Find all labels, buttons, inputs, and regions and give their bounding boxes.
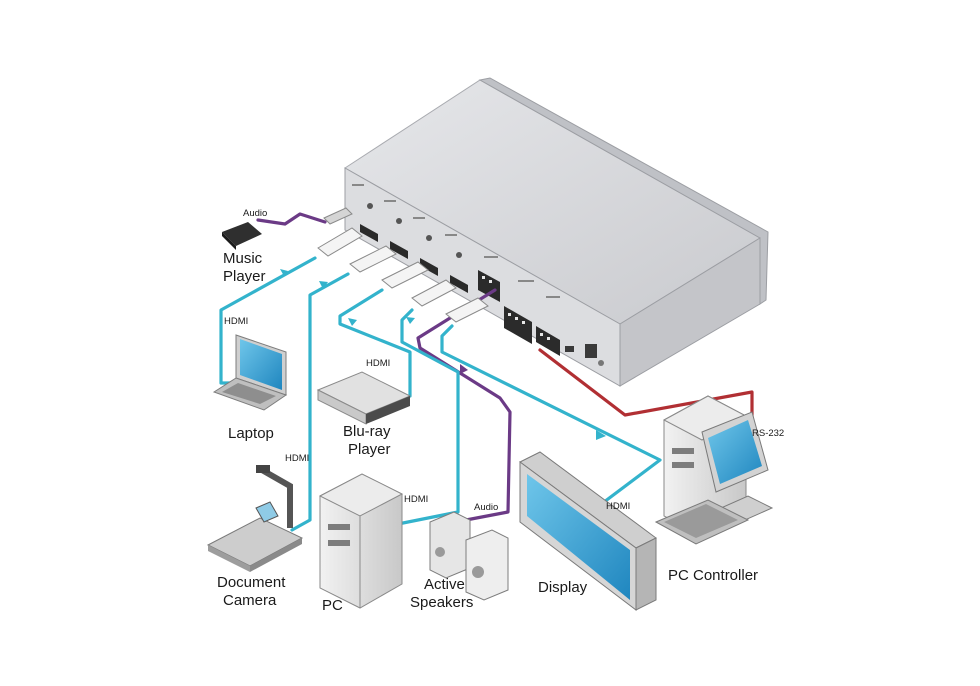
panel-markings	[352, 184, 560, 298]
label-audio-in: Audio	[243, 208, 267, 219]
device-labels: Music Player Laptop Blu-ray Player Docum…	[217, 250, 758, 614]
label-audio-out: Audio	[474, 502, 498, 513]
label-rs232: RS-232	[752, 428, 784, 439]
power-connector	[585, 344, 597, 358]
label-hdmi-laptop: HDMI	[224, 316, 248, 327]
label-speakers-1: Active	[424, 576, 465, 593]
hdmi-doccam-cable	[290, 272, 350, 532]
label-pc: PC	[322, 597, 343, 614]
laptop-screen	[240, 339, 282, 390]
hdmi-bluray-cable	[338, 288, 412, 398]
terminal-blocks	[478, 270, 560, 356]
label-bluray-2: Player	[348, 441, 391, 458]
label-pc-controller: PC Controller	[668, 567, 758, 584]
arrowheads	[280, 269, 606, 440]
label-speakers-2: Speakers	[410, 594, 473, 611]
document-camera	[206, 465, 304, 572]
label-hdmi-display: HDMI	[606, 501, 630, 512]
usb-port	[565, 346, 574, 352]
audio-arrowhead	[460, 364, 468, 374]
label-hdmi-pc: HDMI	[404, 494, 428, 505]
audio-output-cable	[416, 288, 512, 522]
label-music-player-2: Player	[223, 268, 266, 285]
pc-tower	[318, 473, 404, 609]
pc-controller	[654, 395, 774, 545]
display-screen	[527, 474, 630, 600]
hdmi-port-2	[390, 241, 408, 259]
label-hdmi-bluray: HDMI	[366, 358, 390, 369]
ground-screw	[598, 360, 604, 366]
hdmi-display-cable	[440, 324, 662, 510]
label-music-player-1: Music	[223, 250, 263, 267]
display-monitor	[519, 451, 657, 612]
hdmi-port-4	[450, 275, 468, 293]
label-display: Display	[538, 579, 588, 596]
rs232-cable	[538, 348, 754, 422]
label-doccam-1: Document	[217, 574, 286, 591]
laptop	[212, 334, 288, 411]
hdmi-pc-cable	[396, 308, 460, 526]
hdmi-port-3	[420, 258, 438, 276]
audio-jacks	[367, 203, 462, 258]
hdmi-port-1	[360, 224, 378, 242]
active-speakers	[429, 511, 509, 601]
cable-connectors	[317, 207, 489, 323]
switcher-unit	[344, 77, 769, 387]
label-bluray-1: Blu-ray	[343, 423, 391, 440]
bluray-player	[316, 371, 412, 425]
cable-labels: Audio HDMI HDMI HDMI HDMI Audio HDMI RS-…	[224, 208, 784, 513]
label-laptop: Laptop	[228, 425, 274, 442]
label-hdmi-doccam: HDMI	[285, 453, 309, 464]
music-player	[222, 222, 262, 250]
audio-input-cable	[256, 212, 327, 226]
label-doccam-2: Camera	[223, 592, 277, 609]
hdmi-input-ports	[360, 224, 468, 293]
